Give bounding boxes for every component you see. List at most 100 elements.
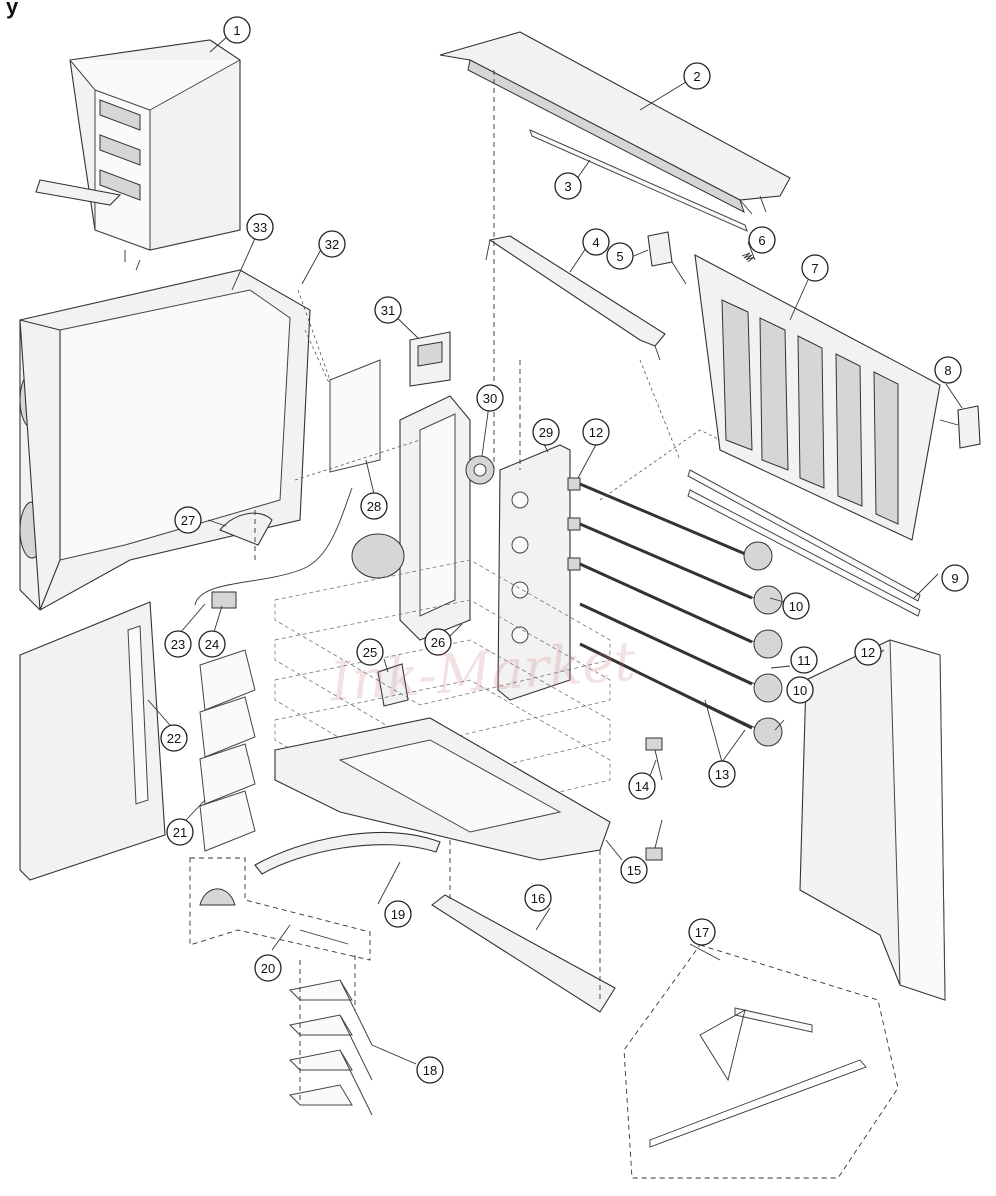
svg-text:29: 29: [539, 425, 553, 440]
callout-24: 24: [198, 630, 226, 658]
svg-text:19: 19: [391, 907, 405, 922]
svg-text:33: 33: [253, 220, 267, 235]
part-12-right-cover: [799, 639, 946, 1001]
dashed-guide-lines: [254, 70, 721, 1100]
callout-20: 20: [254, 954, 282, 982]
part-7-bin-panel: [694, 254, 941, 541]
svg-text:4: 4: [592, 235, 599, 250]
callout-15: 15: [620, 856, 648, 884]
part-5-clip: [647, 231, 687, 285]
svg-text:2: 2: [693, 69, 700, 84]
callout-31: 31: [374, 296, 402, 324]
svg-text:15: 15: [627, 863, 641, 878]
svg-text:13: 13: [715, 767, 729, 782]
svg-text:22: 22: [167, 731, 181, 746]
svg-text:21: 21: [173, 825, 187, 840]
callout-12-lower: 12: [854, 638, 882, 666]
svg-text:23: 23: [171, 637, 185, 652]
ghost-bin-outlines: [274, 559, 611, 826]
svg-text:3: 3: [564, 179, 571, 194]
part-9-rod: [687, 469, 921, 617]
svg-text:30: 30: [483, 391, 497, 406]
part-27-guide: [219, 512, 273, 546]
svg-text:9: 9: [951, 571, 958, 586]
part-3-rack-strip: [529, 129, 748, 232]
callout-1: 1: [223, 16, 251, 44]
callout-10-lower: 10: [786, 676, 814, 704]
part-31-connector: [409, 331, 451, 387]
svg-text:7: 7: [811, 261, 818, 276]
part-22-left-door: [19, 601, 166, 881]
part-8-latch: [939, 405, 981, 449]
callout-32: 32: [318, 230, 346, 258]
callout-6: 6: [748, 226, 776, 254]
callout-28: 28: [360, 492, 388, 520]
callout-9: 9: [941, 564, 969, 592]
callout-5: 5: [606, 242, 634, 270]
part-4-bracket-bar: [485, 235, 666, 361]
svg-text:17: 17: [695, 925, 709, 940]
svg-text:8: 8: [944, 363, 951, 378]
part-20-kit-box: [189, 857, 371, 961]
callout-7: 7: [801, 254, 829, 282]
svg-text:1: 1: [233, 23, 240, 38]
svg-text:11: 11: [797, 653, 811, 668]
svg-text:18: 18: [423, 1063, 437, 1078]
svg-text:26: 26: [431, 635, 445, 650]
svg-text:10: 10: [793, 683, 807, 698]
callout-3: 3: [554, 172, 582, 200]
callout-2: 2: [683, 62, 711, 90]
part-1-assembled-mailbox: [35, 39, 241, 271]
part-30-gear: [465, 455, 495, 485]
svg-text:14: 14: [635, 779, 649, 794]
callout-17: 17: [688, 918, 716, 946]
part-16-plate: [431, 894, 616, 1013]
part-18-bin-flags: [288, 979, 373, 1116]
svg-text:32: 32: [325, 237, 339, 252]
callout-29: 29: [532, 418, 560, 446]
callout-10-upper: 10: [782, 592, 810, 620]
svg-text:25: 25: [363, 645, 377, 660]
svg-text:28: 28: [367, 499, 381, 514]
svg-text:20: 20: [261, 961, 275, 976]
callout-19: 19: [384, 900, 412, 928]
svg-text:24: 24: [205, 637, 219, 652]
svg-text:5: 5: [616, 249, 623, 264]
part-25-connector: [377, 663, 409, 707]
svg-text:10: 10: [789, 599, 803, 614]
callout-12-upper: 12: [582, 418, 610, 446]
callout-8: 8: [934, 356, 962, 384]
callout-26: 26: [424, 628, 452, 656]
page-heading: y: [6, 0, 19, 19]
roller-shafts: [579, 482, 783, 747]
callout-27: 27: [174, 506, 202, 534]
part-14-sensors: [645, 737, 663, 861]
callout-30: 30: [476, 384, 504, 412]
part-23-24-cable: [194, 487, 353, 609]
callout-13: 13: [708, 760, 736, 788]
callout-22: 22: [160, 724, 188, 752]
callout-4: 4: [582, 228, 610, 256]
callout-16: 16: [524, 884, 552, 912]
part-26-drive-frame: [351, 395, 471, 641]
callout-25: 25: [356, 638, 384, 666]
part-33-side-housing: [19, 269, 311, 611]
part-6-spring: [741, 252, 755, 263]
callout-11: 11: [790, 646, 818, 674]
part-15-bin-tray: [274, 717, 611, 861]
callout-18: 18: [416, 1056, 444, 1084]
part-17-kit-box: [623, 944, 899, 1179]
part-21-bin-guides: [199, 649, 256, 852]
callout-23: 23: [164, 630, 192, 658]
svg-text:31: 31: [381, 303, 395, 318]
callout-14: 14: [628, 772, 656, 800]
callout-33: 33: [246, 213, 274, 241]
part-2-top-cover: [439, 31, 791, 215]
svg-text:16: 16: [531, 891, 545, 906]
callout-21: 21: [166, 818, 194, 846]
svg-text:6: 6: [758, 233, 765, 248]
svg-text:12: 12: [861, 645, 875, 660]
part-29-side-plate: [497, 444, 571, 701]
part-28-circuit-board: [297, 289, 381, 473]
